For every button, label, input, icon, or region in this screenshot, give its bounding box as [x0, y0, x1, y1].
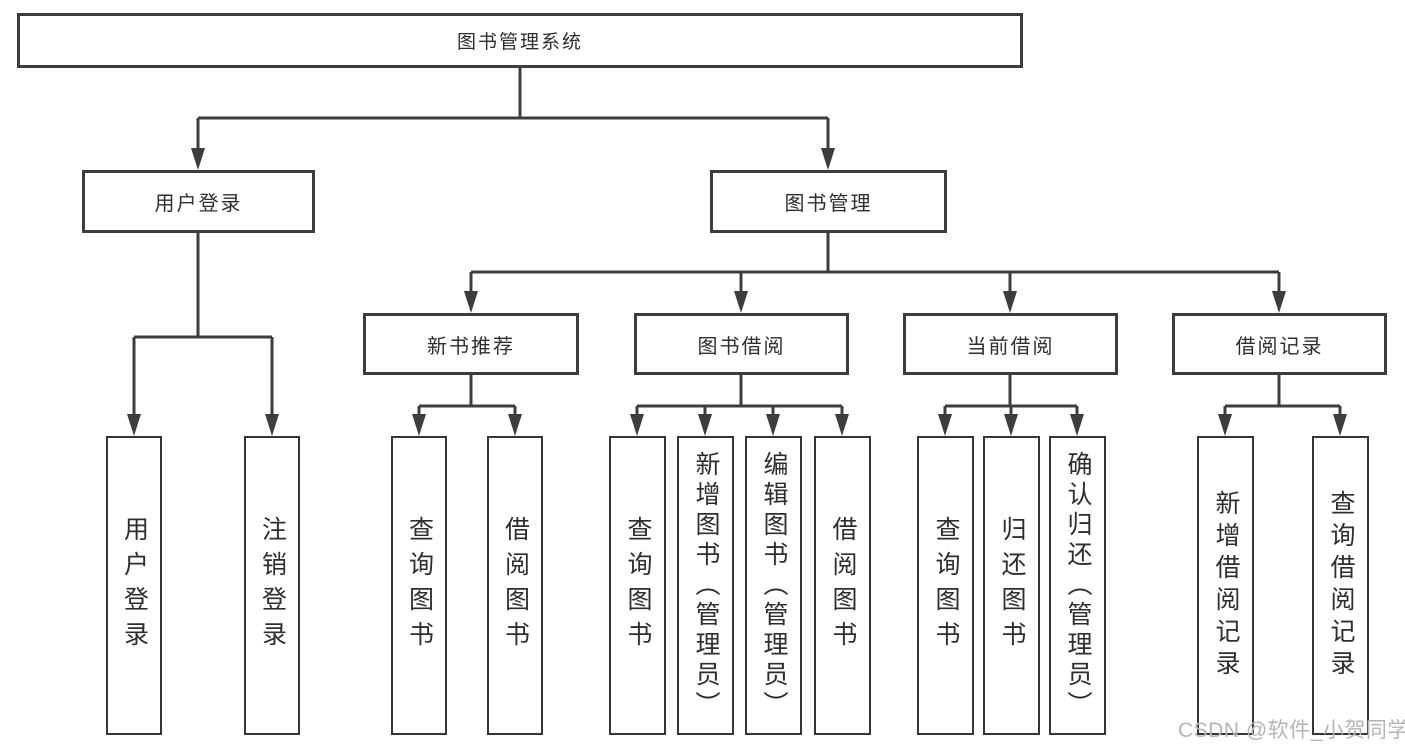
leaf-user-login: 用户登录: [106, 436, 162, 735]
arrow-down-icon: [1003, 291, 1017, 313]
node-book-borrow: 图书借阅: [634, 313, 849, 375]
arrow-down-icon: [821, 148, 835, 170]
connector-book-management-to-level3: [464, 233, 1286, 313]
connector-book-borrow-to-leaves: [630, 375, 849, 436]
csdn-watermark: CSDN @软件_小贺同学: [1178, 719, 1405, 742]
connector-user-login-to-leaves: [127, 233, 279, 436]
leaf-borrow-query-books: 查询图书: [609, 436, 666, 735]
arrow-down-icon: [127, 414, 141, 436]
leaf-label: 注销登录: [258, 515, 287, 656]
leaf-borrow-borrow-books: 借阅图书: [814, 436, 871, 735]
leaf-borrow-edit-books-admin: 编辑图书（管理员）: [745, 436, 802, 735]
leaf-records-add-record: 新增借阅记录: [1197, 436, 1254, 735]
leaf-records-query-record: 查询借阅记录: [1312, 436, 1369, 735]
leaf-recommend-borrow-books: 借阅图书: [487, 436, 543, 735]
leaf-label: 用户登录: [120, 515, 149, 656]
leaf-label: 查询图书: [624, 515, 652, 656]
arrow-down-icon: [630, 414, 644, 436]
leaf-current-return-books: 归还图书: [983, 436, 1040, 735]
leaf-label: 查询图书: [932, 515, 960, 656]
leaf-label: 新增借阅记录: [1212, 489, 1240, 682]
arrow-down-icon: [835, 414, 849, 436]
arrow-down-icon: [191, 148, 205, 170]
node-new-book-recommend: 新书推荐: [363, 313, 579, 375]
arrow-down-icon: [938, 414, 952, 436]
connector-new-book-recommend-to-leaves: [412, 375, 522, 436]
node-current-borrow: 当前借阅: [903, 313, 1118, 375]
leaf-label: 归还图书: [998, 515, 1026, 656]
connector-borrow-records-to-leaves: [1218, 375, 1347, 436]
leaf-label: 确认归还（管理员）: [1064, 450, 1092, 721]
leaf-label: 借阅图书: [829, 515, 857, 656]
leaf-recommend-query-books: 查询图书: [391, 436, 447, 735]
arrow-down-icon: [265, 414, 279, 436]
node-book-management: 图书管理: [710, 170, 947, 233]
arrow-down-icon: [464, 291, 478, 313]
node-borrow-records: 借阅记录: [1172, 313, 1387, 375]
arrow-down-icon: [1004, 414, 1018, 436]
node-root-system: 图书管理系统: [17, 13, 1023, 68]
arrow-down-icon: [698, 414, 712, 436]
arrow-down-icon: [1218, 414, 1232, 436]
leaf-label: 查询借阅记录: [1327, 489, 1355, 682]
arrow-down-icon: [766, 414, 780, 436]
connector-root-to-level2: [191, 68, 835, 170]
node-user-login: 用户登录: [82, 170, 315, 233]
arrow-down-icon: [508, 414, 522, 436]
arrow-down-icon: [412, 414, 426, 436]
leaf-logout: 注销登录: [244, 436, 300, 735]
connector-current-borrow-to-leaves: [938, 375, 1084, 436]
arrow-down-icon: [1272, 291, 1286, 313]
leaf-borrow-add-books-admin: 新增图书（管理员）: [677, 436, 734, 735]
arrow-down-icon: [1070, 414, 1084, 436]
leaf-label: 查询图书: [405, 515, 434, 656]
leaf-current-confirm-return-admin: 确认归还（管理员）: [1049, 436, 1106, 735]
arrow-down-icon: [1333, 414, 1347, 436]
arrow-down-icon: [734, 291, 748, 313]
leaf-current-query-books: 查询图书: [917, 436, 974, 735]
leaf-label: 借阅图书: [501, 515, 530, 656]
leaf-label: 编辑图书（管理员）: [760, 450, 788, 721]
leaf-label: 新增图书（管理员）: [692, 450, 720, 721]
